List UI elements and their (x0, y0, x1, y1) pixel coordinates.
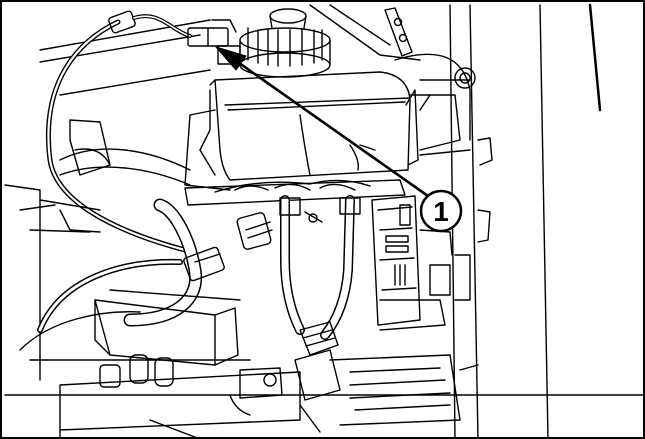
valve-connector (236, 211, 323, 250)
reservoir-hoses (279, 195, 361, 356)
bottom-assembly (4, 349, 645, 439)
left-frame (4, 119, 191, 381)
fluid-reservoir (184, 71, 471, 191)
electrical-block (371, 195, 453, 331)
callout-circle (419, 189, 463, 233)
sensor-cable (46, 10, 192, 253)
lower-hose (19, 258, 183, 351)
callout-leader (230, 56, 430, 198)
left-hose (123, 198, 225, 327)
lower-bracket (94, 289, 241, 366)
upper-frame (39, 4, 476, 141)
callout-label: 1 (433, 196, 449, 227)
callout-arrowhead (215, 46, 247, 71)
reservoir-bracket (184, 179, 406, 206)
reservoir-cap (239, 8, 331, 78)
level-sensor-connector (187, 19, 241, 65)
right-panel (449, 3, 602, 439)
